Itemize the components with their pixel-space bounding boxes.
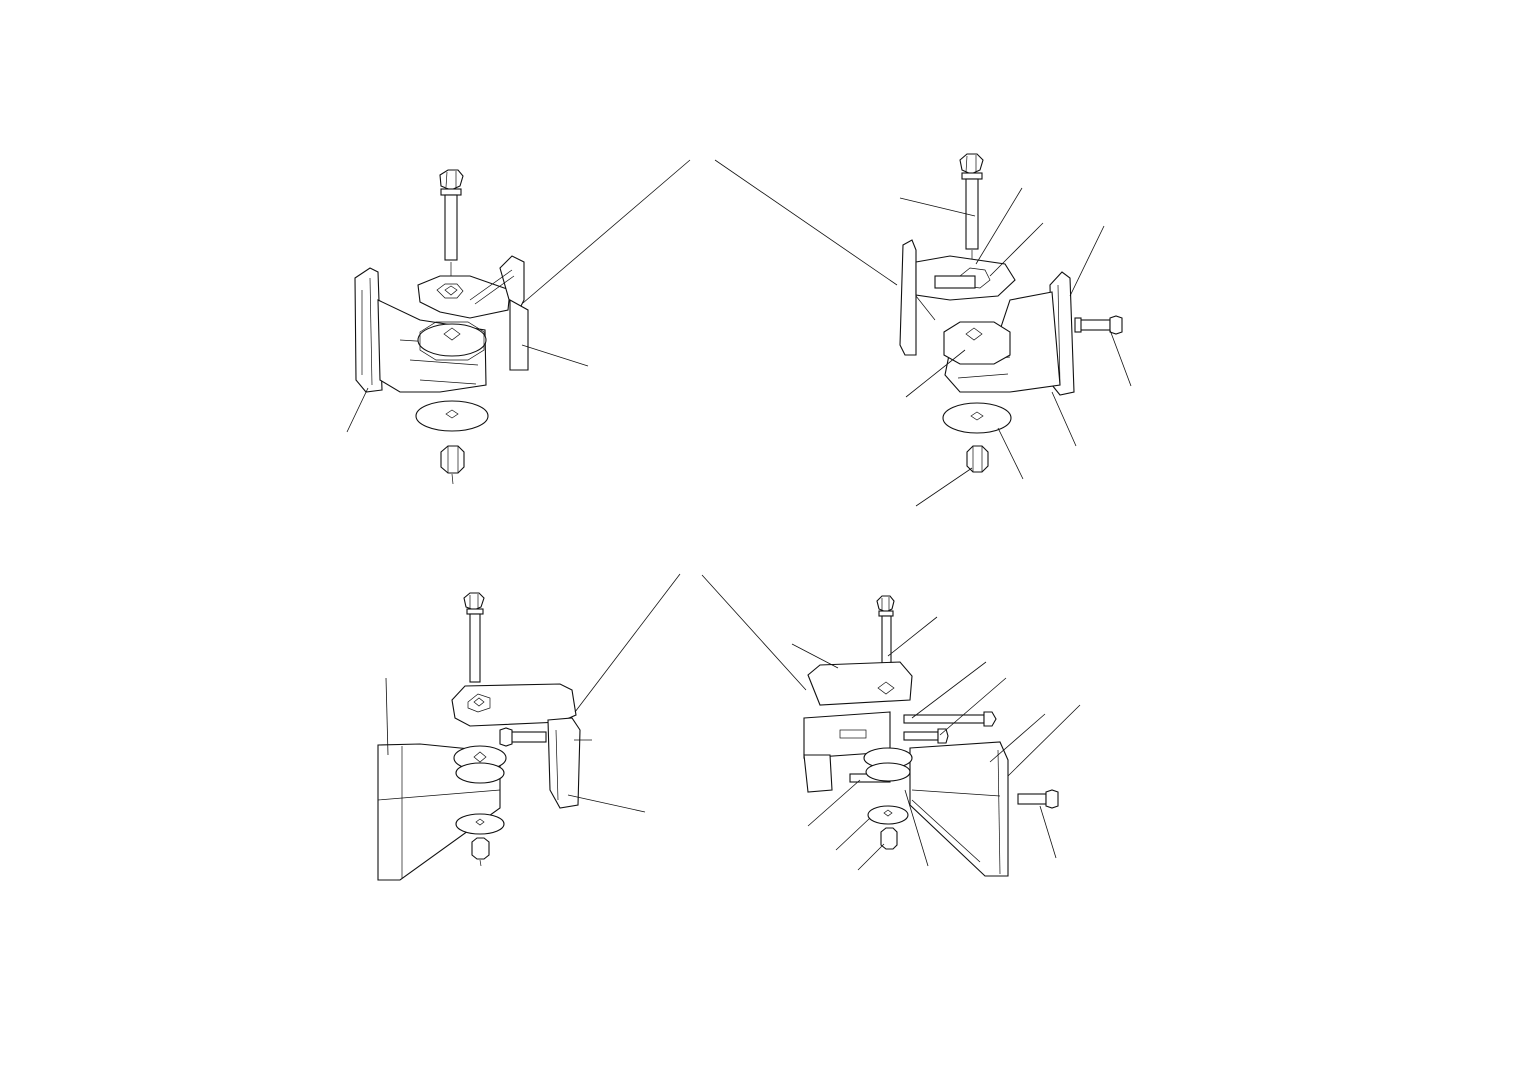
tr-side-bolt (1074, 315, 1123, 335)
br-leader-line (857, 843, 885, 871)
br-washer (867, 805, 909, 825)
br-leader-line (989, 713, 1046, 763)
br-leader-line (939, 677, 1007, 736)
tr-leader-line (975, 187, 1023, 265)
bottom-left-mount-assembly (377, 573, 681, 881)
br-leader-line (904, 789, 929, 867)
br-nut (880, 827, 898, 850)
tr-leader-line (915, 467, 973, 507)
br-leader-line (791, 643, 839, 669)
bl-bolt (463, 592, 485, 683)
tr-leader-line (1051, 391, 1077, 447)
tl-washer (415, 400, 489, 432)
br-upper-bracket (803, 661, 913, 793)
bl-leader-line (574, 573, 681, 713)
tl-nut (440, 445, 465, 485)
tl-leader-line (521, 344, 589, 367)
br-leader-line (807, 779, 861, 827)
bottom-right-mount-assembly (701, 574, 1081, 877)
tl-bushing (417, 321, 487, 361)
tr-bushing (943, 321, 1011, 365)
tr-leader-line (989, 222, 1044, 277)
br-bolt (876, 595, 895, 673)
tr-nut (966, 445, 989, 473)
tl-leader-line (346, 387, 369, 433)
bl-upper-bracket (451, 683, 581, 809)
bl-nut (471, 837, 490, 867)
tl-upper-bracket (417, 255, 529, 371)
br-leader-line (1039, 805, 1057, 859)
tr-upper-bracket (899, 239, 1016, 356)
br-leader-line (887, 616, 938, 657)
br-bushing (863, 747, 913, 782)
tr-leader-line (899, 197, 976, 217)
tr-washer (942, 402, 1012, 434)
tr-leader-line (714, 159, 898, 286)
top-right-mount-assembly (714, 153, 1132, 507)
br-leader-line (911, 661, 987, 719)
tr-leader-line (1069, 225, 1105, 297)
bl-washer (455, 813, 505, 835)
tl-leader-line (522, 159, 691, 304)
br-leader-line (835, 817, 871, 851)
tr-leader-line (1109, 329, 1132, 387)
br-leader-line (1007, 704, 1081, 777)
br-side-bolt (1017, 789, 1059, 809)
br-housing (909, 741, 1009, 877)
bl-bushing (453, 745, 507, 784)
br-leader-line (701, 574, 807, 691)
tl-bolt (439, 169, 464, 282)
bl-leader-line (567, 794, 646, 813)
tr-leader-line (997, 427, 1024, 480)
top-left-mount-assembly (346, 159, 691, 485)
tr-leader-line (905, 349, 966, 398)
br-cross-bolts (849, 711, 997, 783)
tr-bolt (959, 153, 984, 275)
bl-leader-line (385, 677, 389, 756)
br-leader-line (911, 799, 981, 863)
